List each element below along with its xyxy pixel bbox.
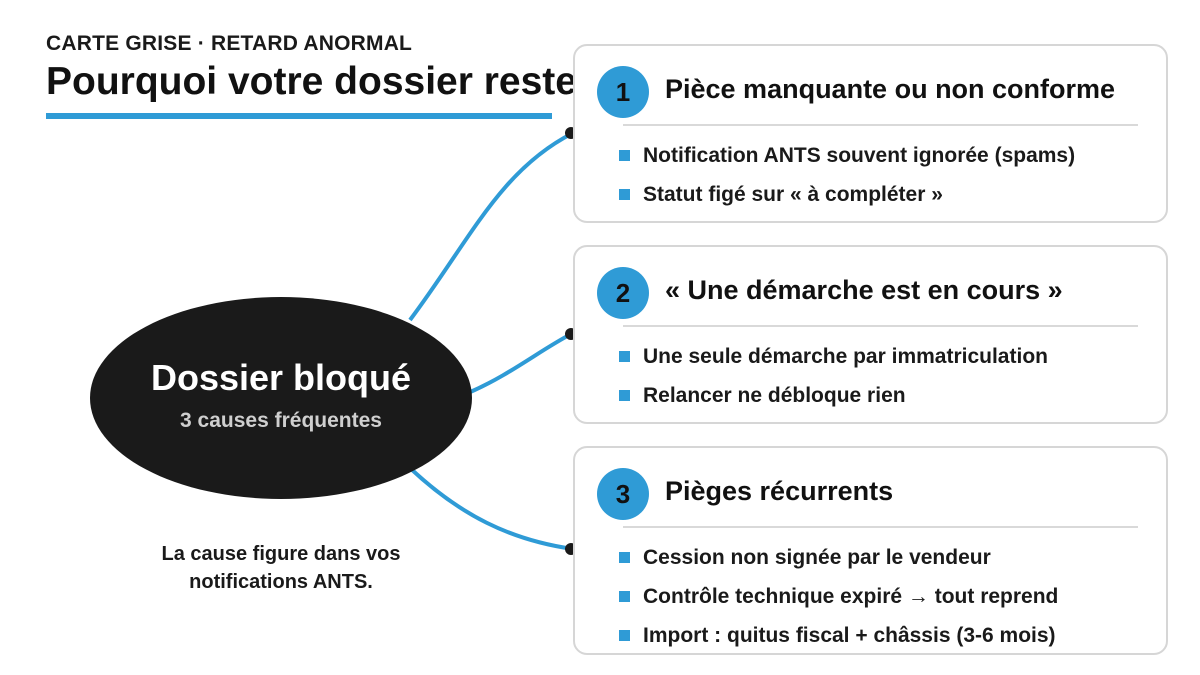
cause-bullet: Notification ANTS souvent ignorée (spams…: [619, 136, 1075, 175]
footnote-line-2: notifications ANTS.: [189, 571, 373, 593]
cause-bullet-text: Statut figé sur « à compléter »: [643, 182, 943, 206]
cause-bullet: Statut figé sur « à compléter »: [619, 175, 1075, 214]
kicker-label: CARTE GRISE · RETARD ANORMAL: [46, 32, 413, 55]
cause-bullet: Une seule démarche par immatriculation: [619, 337, 1048, 376]
card-divider: [623, 124, 1138, 126]
cause-bullet: Relancer ne débloque rien: [619, 376, 1048, 415]
cause-card-1: 1 Pièce manquante ou non conforme Notifi…: [573, 44, 1168, 223]
bullet-square-icon: [619, 150, 630, 161]
connector-2: [467, 331, 574, 395]
cause-bullet: Contrôle technique expiré → tout reprend: [619, 577, 1058, 616]
cause-bullet-text: Notification ANTS souvent ignorée (spams…: [643, 143, 1076, 167]
bullet-square-icon: [619, 189, 630, 200]
cause-number-badge: 3: [597, 468, 649, 520]
cause-card-3: 3 Pièges récurrents Cession non signée p…: [573, 446, 1168, 655]
bullet-square-icon: [619, 390, 630, 401]
cause-title: Pièges récurrents: [665, 476, 894, 506]
cause-title: Pièce manquante ou non conforme: [665, 74, 1116, 104]
card-divider: [623, 325, 1138, 327]
cause-card-2: 2 « Une démarche est en cours » Une seul…: [573, 245, 1168, 424]
cause-bullet: Cession non signée par le vendeur: [619, 538, 1058, 577]
cause-bullet-list: Cession non signée par le vendeur Contrô…: [619, 538, 1058, 655]
cause-bullet-list: Notification ANTS souvent ignorée (spams…: [619, 136, 1075, 214]
cause-bullet: Import : quitus fiscal + châssis (3-6 mo…: [619, 616, 1058, 655]
bullet-square-icon: [619, 630, 630, 641]
cause-bullet-list: Une seule démarche par immatriculation R…: [619, 337, 1048, 415]
cause-bullet-text: Relancer ne débloque rien: [643, 383, 906, 407]
title-underline: [46, 113, 552, 119]
cause-bullet-text: Contrôle technique expiré → tout reprend: [643, 584, 1059, 608]
cause-bullet-text: Une seule démarche par immatriculation: [643, 344, 1048, 368]
cause-number-badge: 2: [597, 267, 649, 319]
cause-title: « Une démarche est en cours »: [665, 275, 1063, 305]
footnote-line-1: La cause figure dans vos: [161, 543, 401, 565]
connector-1: [408, 131, 574, 322]
cause-bullet-text: Cession non signée par le vendeur: [643, 545, 991, 569]
central-node: Dossier bloqué 3 causes fréquentes: [90, 297, 472, 499]
bullet-square-icon: [619, 591, 630, 602]
bullet-square-icon: [619, 351, 630, 362]
footnote: La cause figure dans vos notifications A…: [120, 540, 442, 596]
card-divider: [623, 526, 1138, 528]
central-node-subtitle: 3 causes fréquentes: [180, 409, 382, 432]
central-node-title: Dossier bloqué: [150, 357, 412, 398]
bullet-square-icon: [619, 552, 630, 563]
cause-number-badge: 1: [597, 66, 649, 118]
cause-bullet-text: Import : quitus fiscal + châssis (3-6 mo…: [643, 623, 1056, 647]
connector-3: [408, 466, 574, 551]
